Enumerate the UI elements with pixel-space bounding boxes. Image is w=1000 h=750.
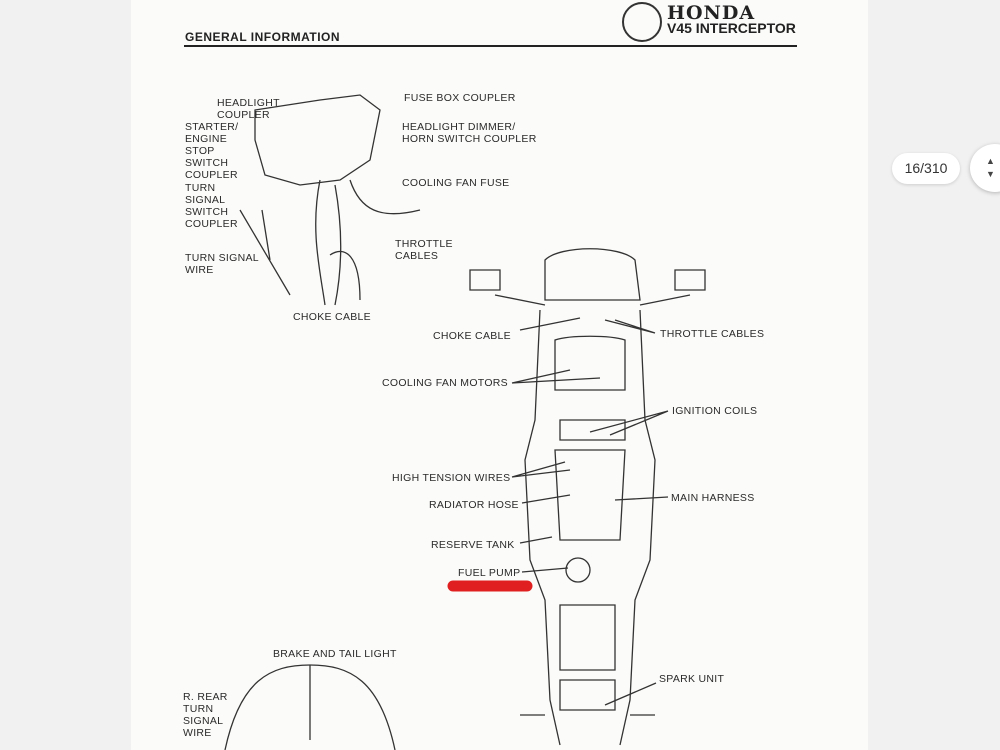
model-name: V45 INTERCEPTOR: [667, 20, 796, 36]
label-throttle-cables-top: THROTTLE CABLES: [395, 238, 453, 262]
label-reserve-tank: RESERVE TANK: [431, 539, 515, 551]
label-headlight-coupler: HEADLIGHT COUPLER: [217, 97, 280, 121]
label-fuel-pump: FUEL PUMP: [458, 567, 521, 579]
header-rule: [184, 45, 797, 47]
label-high-tension-wires: HIGH TENSION WIRES: [392, 472, 511, 484]
label-headlight-dimmer: HEADLIGHT DIMMER/ HORN SWITCH COUPLER: [402, 121, 537, 145]
label-starter-engine-stop-switch-coupler: STARTER/ ENGINE STOP SWITCH COUPLER: [185, 121, 239, 181]
chevron-up-icon[interactable]: ▲: [986, 156, 995, 166]
label-turn-signal-wire: TURN SIGNAL WIRE: [185, 252, 259, 276]
label-rear-turn-signal-wire: R. REAR TURN SIGNAL WIRE: [183, 691, 228, 739]
section-title: GENERAL INFORMATION: [185, 30, 341, 44]
label-cooling-fan-motors: COOLING FAN MOTORS: [382, 377, 508, 389]
honda-wing-logo-icon: [622, 2, 662, 42]
brand-name: HONDA: [667, 2, 756, 24]
label-throttle-cables: THROTTLE CABLES: [660, 328, 765, 340]
red-highlight-mark: [447, 580, 533, 592]
label-brake-and-tail-light: BRAKE AND TAIL LIGHT: [273, 648, 397, 660]
label-choke-cable-top: CHOKE CABLE: [293, 311, 371, 323]
label-ignition-coils: IGNITION COILS: [672, 405, 758, 417]
chevron-down-icon[interactable]: ▼: [986, 169, 995, 179]
page-counter: 16/310: [892, 153, 960, 184]
label-cooling-fan-fuse: COOLING FAN FUSE: [402, 177, 510, 189]
label-main-harness: MAIN HARNESS: [671, 492, 755, 504]
label-choke-cable: CHOKE CABLE: [433, 330, 511, 342]
label-turn-signal-switch-coupler: TURN SIGNAL SWITCH COUPLER: [185, 182, 238, 230]
label-fuse-box-coupler: FUSE BOX COUPLER: [404, 92, 516, 104]
label-radiator-hose: RADIATOR HOSE: [429, 499, 519, 511]
label-spark-unit: SPARK UNIT: [659, 673, 725, 685]
document-page: [131, 0, 868, 750]
